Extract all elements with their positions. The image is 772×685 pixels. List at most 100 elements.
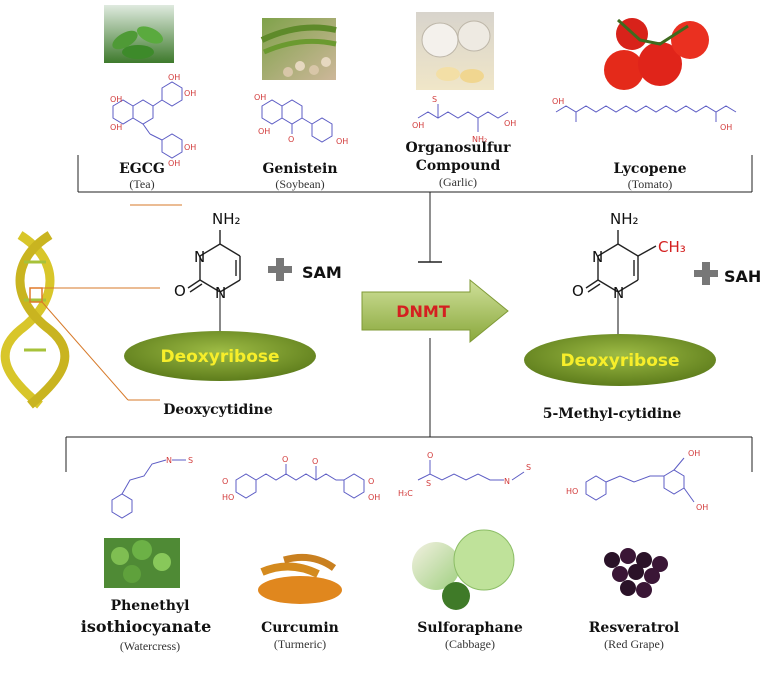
organosulfur-source: (Garlic) bbox=[439, 175, 477, 189]
organosulfur-nh2: NH₂ bbox=[472, 135, 487, 144]
organosulfur-oh-1: OH bbox=[412, 121, 424, 130]
organosulfur-labels: OH S NH₂ OH bbox=[412, 95, 516, 144]
egcg-source: (Tea) bbox=[129, 177, 154, 191]
genistein-oh-3: OH bbox=[336, 137, 348, 146]
left-ring-n1: N bbox=[215, 284, 226, 302]
methyl-cytidine-label: 5-Methyl-cytidine bbox=[543, 406, 682, 422]
sulforaphane-h3c: H₃C bbox=[398, 489, 413, 498]
watercress-photo bbox=[104, 538, 180, 588]
lycopene-labels: OH OH bbox=[552, 97, 732, 132]
egcg-name: EGCG bbox=[119, 161, 165, 177]
organosulfur-structure bbox=[417, 104, 509, 132]
plus-icon-right bbox=[694, 262, 718, 285]
cofactor-sah: SAH bbox=[724, 267, 761, 286]
curcumin-o-1: O bbox=[282, 455, 288, 464]
egcg-oh-6: OH bbox=[168, 159, 180, 168]
egcg-oh-5: OH bbox=[184, 143, 196, 152]
turmeric-photo bbox=[258, 553, 342, 604]
top-bracket bbox=[77, 155, 753, 263]
genistein-oh-2: OH bbox=[258, 127, 270, 136]
lycopene-name: Lycopene bbox=[613, 161, 686, 177]
sulforaphane-structure bbox=[417, 460, 525, 481]
resveratrol-labels: HO OH OH bbox=[566, 449, 708, 512]
curcumin-oh-1: OH bbox=[368, 493, 380, 502]
resveratrol-ho: HO bbox=[566, 487, 578, 496]
curcumin-o-2: O bbox=[312, 457, 318, 466]
organosulfur-name-line2: Compound bbox=[416, 158, 501, 174]
peitc-name-line2: isothiocyanate bbox=[81, 617, 212, 636]
curcumin-structure bbox=[235, 464, 365, 499]
peitc-name-line1: Phenethyl bbox=[111, 598, 190, 614]
left-ring-n3: N bbox=[194, 248, 205, 266]
curcumin-source: (Turmeric) bbox=[274, 637, 326, 651]
left-deoxyribose-ellipse bbox=[124, 331, 316, 381]
left-carbonyl-o: O bbox=[174, 282, 186, 300]
curcumin-o-3: O bbox=[222, 477, 228, 486]
tomato-photo bbox=[604, 18, 709, 90]
methyl-group: CH₃ bbox=[658, 238, 686, 256]
organosulfur-name-line1: Organosulfur bbox=[406, 140, 512, 156]
plus-icon-left bbox=[268, 258, 292, 281]
peitc-s: S bbox=[188, 456, 193, 465]
organosulfur-oh-2: OH bbox=[504, 119, 516, 128]
lycopene-oh-2: OH bbox=[720, 123, 732, 132]
right-ring-n1: N bbox=[613, 284, 624, 302]
genistein-source: (Soybean) bbox=[275, 177, 324, 191]
cabbage-photo bbox=[412, 529, 515, 610]
bottom-bracket bbox=[65, 338, 753, 472]
resveratrol-name: Resveratrol bbox=[589, 620, 679, 636]
egcg-structure bbox=[112, 81, 183, 159]
resveratrol-source: (Red Grape) bbox=[604, 637, 664, 651]
egcg-oh-1: OH bbox=[110, 95, 122, 104]
lycopene-oh-1: OH bbox=[552, 97, 564, 106]
peitc-source: (Watercress) bbox=[120, 639, 180, 653]
peitc-n: N bbox=[166, 456, 172, 465]
peitc-structure bbox=[111, 459, 186, 519]
genistein-oh-1: OH bbox=[254, 93, 266, 102]
curcumin-labels: O O O HO O OH bbox=[222, 455, 380, 502]
sulforaphane-source: (Cabbage) bbox=[445, 637, 495, 651]
dnmt-arrow bbox=[361, 278, 509, 344]
red-grape-photo bbox=[604, 548, 668, 598]
dna-helix-icon bbox=[0, 231, 70, 409]
right-deoxyribose-label: Deoxyribose bbox=[560, 351, 679, 371]
egcg-labels: OH OH OH OH OH OH bbox=[110, 73, 196, 168]
sulforaphane-s: S bbox=[426, 479, 431, 488]
egcg-oh-2: OH bbox=[110, 123, 122, 132]
soybean-photo bbox=[260, 18, 337, 80]
cofactor-sam: SAM bbox=[302, 263, 342, 282]
left-amine: NH₂ bbox=[212, 210, 241, 228]
sulforaphane-name: Sulforaphane bbox=[417, 620, 523, 636]
lycopene-structure bbox=[555, 105, 737, 122]
resveratrol-oh-2: OH bbox=[696, 503, 708, 512]
cytosine-ring-left bbox=[187, 230, 241, 336]
left-deoxyribose-label: Deoxyribose bbox=[160, 347, 279, 367]
genistein-o: O bbox=[288, 135, 294, 144]
right-ring-n3: N bbox=[592, 248, 603, 266]
organosulfur-s: S bbox=[432, 95, 437, 104]
curcumin-ho-1: HO bbox=[222, 493, 234, 502]
genistein-structure bbox=[261, 99, 333, 143]
curcumin-name: Curcumin bbox=[261, 620, 339, 636]
sulforaphane-n: N bbox=[504, 477, 510, 486]
dnmt-label: DNMT bbox=[396, 302, 450, 321]
lycopene-source: (Tomato) bbox=[628, 177, 672, 191]
sulforaphane-o: O bbox=[427, 451, 433, 460]
zoom-lines bbox=[41, 204, 182, 401]
egcg-oh-3: OH bbox=[168, 73, 180, 82]
garlic-photo bbox=[416, 12, 494, 90]
resveratrol-structure bbox=[585, 457, 695, 503]
egcg-oh-4: OH bbox=[184, 89, 196, 98]
genistein-labels: OH OH O OH bbox=[254, 93, 348, 146]
sulforaphane-labels: O S H₃C N S bbox=[398, 451, 531, 498]
right-deoxyribose-ellipse bbox=[524, 334, 716, 386]
sulforaphane-s2: S bbox=[526, 463, 531, 472]
cytosine-ring-right bbox=[585, 230, 657, 336]
deoxycytidine-label: Deoxycytidine bbox=[163, 402, 273, 418]
curcumin-o-4: O bbox=[368, 477, 374, 486]
right-carbonyl-o: O bbox=[572, 282, 584, 300]
right-amine: NH₂ bbox=[610, 210, 639, 228]
genistein-name: Genistein bbox=[262, 161, 337, 177]
